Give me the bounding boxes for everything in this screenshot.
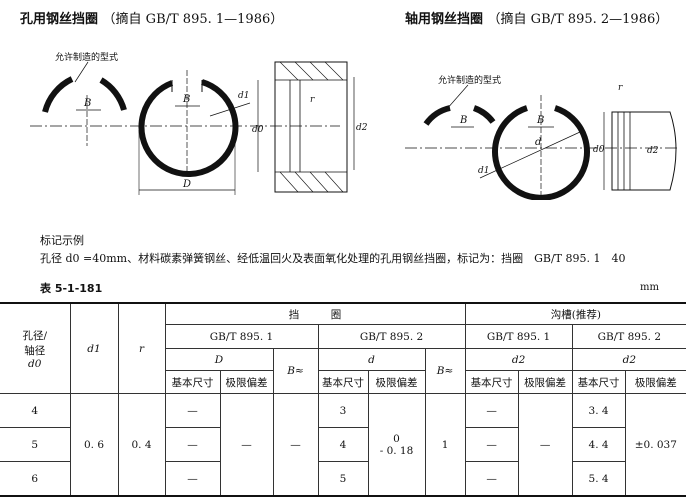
cell-d0: 5 bbox=[0, 427, 71, 462]
header-deviation: 极限偏差 bbox=[624, 370, 686, 394]
cell-d-basic: 4 bbox=[317, 427, 369, 462]
header-gb1: GB/T 895. 1 bbox=[165, 324, 319, 349]
cell-d-basic: 5 bbox=[317, 461, 369, 497]
label-d0-shaft: d0 bbox=[593, 145, 605, 155]
label-d2-left: d2 bbox=[356, 123, 368, 133]
right-title-name: 轴用钢丝挡圈 bbox=[405, 12, 484, 27]
cell-D-dev: — bbox=[219, 393, 274, 497]
cell-groove1-basic: — bbox=[464, 427, 519, 462]
table-unit: mm bbox=[640, 282, 659, 293]
label-d: d bbox=[535, 137, 541, 148]
table-caption: 表 5-1-181 bbox=[40, 282, 103, 295]
label-d2: d2 bbox=[647, 146, 659, 156]
label-r-shaft: r bbox=[618, 83, 623, 93]
label-allowed-form-shaft: 允许制造的型式 bbox=[438, 74, 501, 86]
marking-example-text: 孔径 d0 =40mm、材料碳素弹簧钢丝、经低温回火及表面氧化处理的孔用钢丝挡圈… bbox=[40, 252, 626, 265]
left-title-name: 孔用钢丝挡圈 bbox=[20, 12, 99, 27]
header-r: r bbox=[117, 302, 166, 394]
cell-groove1-dev: — bbox=[517, 393, 573, 497]
table-row: 6 — 5 — 5. 4 bbox=[0, 461, 686, 497]
cell-groove2-dev: ±0. 037 bbox=[624, 393, 686, 497]
header-groove-gb1: GB/T 895. 1 bbox=[464, 324, 573, 349]
left-title-source: （摘自 GB/T 895. 1—1986） bbox=[102, 12, 284, 27]
marking-example-heading: 标记示例 bbox=[40, 234, 84, 247]
right-title-source: （摘自 GB/T 895. 2—1986） bbox=[487, 12, 669, 27]
header-d1: d1 bbox=[69, 302, 119, 394]
label-B-ring: B bbox=[182, 94, 190, 105]
header-groove-gb2: GB/T 895. 2 bbox=[571, 324, 686, 349]
cell-D-basic: — bbox=[164, 461, 221, 497]
label-allowed-form: 允许制造的型式 bbox=[55, 51, 118, 63]
cell-D-basic: — bbox=[164, 427, 221, 462]
label-r: r bbox=[310, 95, 315, 105]
cell-groove2-basic: 3. 4 bbox=[571, 393, 626, 428]
cell-groove1-basic: — bbox=[464, 461, 519, 497]
header-deviation: 极限偏差 bbox=[219, 370, 274, 394]
left-title: 孔用钢丝挡圈 （摘自 GB/T 895. 1—1986） bbox=[20, 8, 283, 27]
label-B-ring-shaft: B bbox=[536, 115, 544, 126]
header-deviation: 极限偏差 bbox=[517, 370, 573, 394]
cell-groove2-basic: 4. 4 bbox=[571, 427, 626, 462]
label-d1-shaft: d1 bbox=[478, 166, 490, 176]
label-d1: d1 bbox=[238, 91, 250, 101]
header-d: d bbox=[317, 348, 426, 371]
cell-d0: 4 bbox=[0, 393, 71, 428]
right-title: 轴用钢丝挡圈 （摘自 GB/T 895. 2—1986） bbox=[405, 8, 668, 27]
header-d2-gb1: d2 bbox=[464, 348, 573, 371]
header-D: D bbox=[165, 348, 274, 371]
label-D: D bbox=[182, 179, 191, 190]
header-B2: B≈ bbox=[424, 348, 466, 394]
header-basic: 基本尺寸 bbox=[571, 370, 626, 394]
label-B: B bbox=[83, 98, 91, 109]
cell-d-basic: 3 bbox=[317, 393, 369, 428]
hole-ring-drawing: B 允许制造的型式 B d1 D d0 r bbox=[30, 51, 348, 195]
table-row: 5 — 4 — 4. 4 bbox=[0, 427, 686, 462]
header-d2-gb2: d2 bbox=[571, 348, 686, 371]
header-B1: B≈ bbox=[272, 348, 319, 394]
cell-B1: — bbox=[272, 393, 319, 497]
header-retaining-ring: 挡 圈 bbox=[164, 302, 466, 325]
header-deviation: 极限偏差 bbox=[367, 370, 426, 394]
header-groove: 沟槽(推荐) bbox=[464, 302, 686, 325]
cell-groove2-basic: 5. 4 bbox=[571, 461, 626, 497]
cell-D-basic: — bbox=[164, 393, 221, 428]
table-row: 4 0. 6 0. 4 — — — 3 0- 0. 18 1 — — 3. 4 … bbox=[0, 393, 686, 497]
cell-groove1-basic: — bbox=[464, 393, 519, 428]
label-B-shaft: B bbox=[459, 115, 467, 126]
cell-r: 0. 4 bbox=[117, 393, 166, 497]
cell-d-dev: 0- 0. 18 bbox=[367, 393, 426, 497]
cell-d1: 0. 6 bbox=[69, 393, 119, 497]
cell-d0: 6 bbox=[0, 461, 71, 497]
header-basic: 基本尺寸 bbox=[317, 370, 369, 394]
cell-B2: 1 bbox=[424, 393, 466, 497]
label-d0: d0 bbox=[252, 125, 264, 135]
shaft-ring-drawing: d2 B 允许制造的型式 B d d1 d0 r d2 bbox=[353, 74, 680, 200]
header-basic: 基本尺寸 bbox=[165, 370, 221, 394]
header-gb2: GB/T 895. 2 bbox=[317, 324, 466, 349]
header-basic: 基本尺寸 bbox=[464, 370, 519, 394]
